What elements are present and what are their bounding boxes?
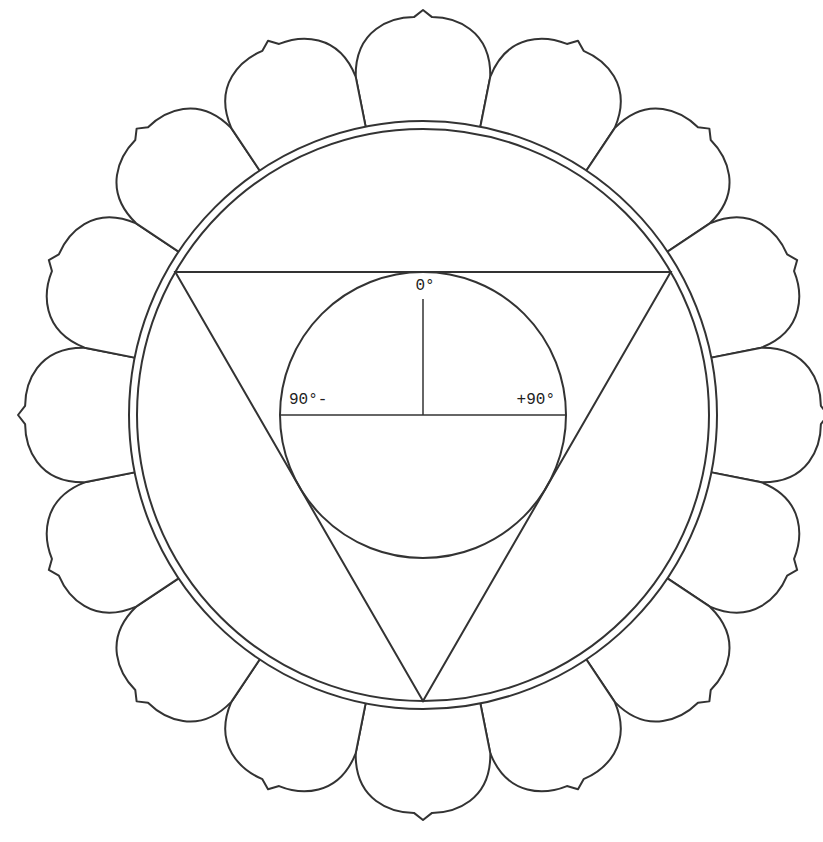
horizontal-diameter (280, 414, 566, 416)
outer-circle (129, 121, 717, 709)
lotus-petals (18, 10, 823, 820)
angle-label: +90° (516, 391, 556, 410)
inner-circle (280, 272, 566, 558)
angle-label: 90°- (288, 391, 328, 410)
vertical-radius (422, 299, 424, 415)
downward-triangle (175, 272, 670, 701)
angle-label: 0° (414, 277, 435, 296)
inner-ring (137, 129, 709, 701)
